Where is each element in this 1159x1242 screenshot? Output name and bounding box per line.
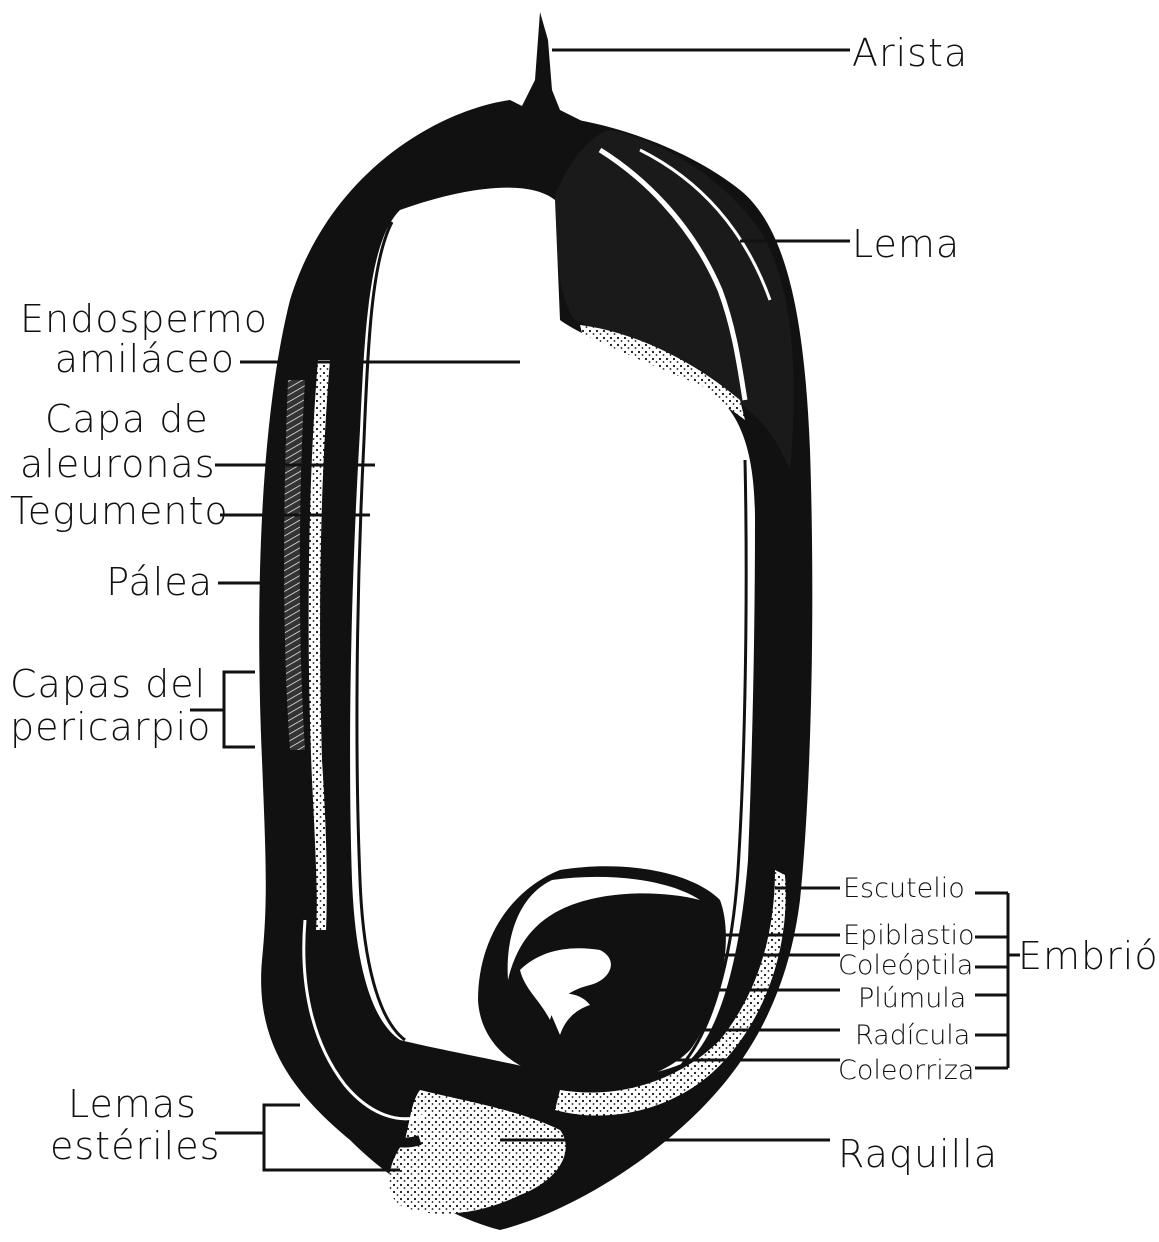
label-coleoptila: Coleóptila <box>838 952 973 979</box>
label-tegumento: Tegumento <box>10 492 229 530</box>
label-capa-1: Capa de <box>45 400 209 438</box>
label-endospermo-1: Endospermo <box>20 300 235 338</box>
label-capas-2: pericarpio <box>10 708 211 746</box>
label-capa-2: aleuronas <box>20 445 212 483</box>
label-plumula: Plúmula <box>858 985 966 1012</box>
label-palea: Pálea <box>20 563 213 601</box>
label-epiblastio: Epiblastio <box>843 922 975 949</box>
label-lema: Lema <box>852 225 960 263</box>
label-embrion: Embrión <box>1018 937 1159 975</box>
label-radicula: Radícula <box>855 1022 970 1049</box>
label-raquilla: Raquilla <box>838 1135 998 1173</box>
label-coleorriza: Coleorriza <box>838 1057 974 1084</box>
label-capas-1: Capas del <box>10 665 206 703</box>
label-lemas-1: Lemas <box>68 1085 197 1123</box>
label-escutelio: Escutelio <box>843 875 965 902</box>
label-endospermo-2: amiláceo <box>20 340 235 378</box>
label-lemas-2: estériles <box>50 1127 220 1165</box>
label-arista: Arista <box>852 34 968 72</box>
